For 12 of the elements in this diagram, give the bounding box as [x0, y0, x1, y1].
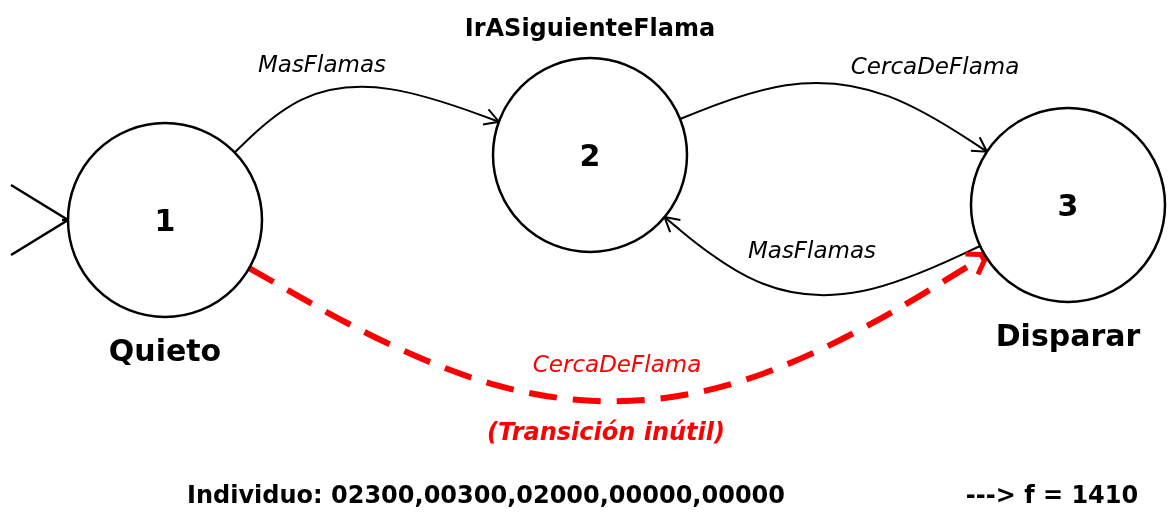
transition-arrow [679, 81, 988, 153]
state-name: Disparar [995, 317, 1141, 353]
individual-text: Individuo: 02300,00300,02000,00000,00000 [187, 481, 785, 509]
fitness-text: ---> f = 1410 [965, 481, 1139, 509]
note-text: (Transición inútil) [487, 418, 725, 446]
state-name: IrASiguienteFlama [464, 14, 716, 42]
state-number: 2 [579, 137, 601, 173]
transition-arrow [233, 85, 500, 154]
state-number: 3 [1057, 187, 1079, 223]
state-name: Quieto [108, 332, 222, 368]
transition-arrow [247, 251, 990, 405]
state-number: 1 [154, 202, 176, 238]
